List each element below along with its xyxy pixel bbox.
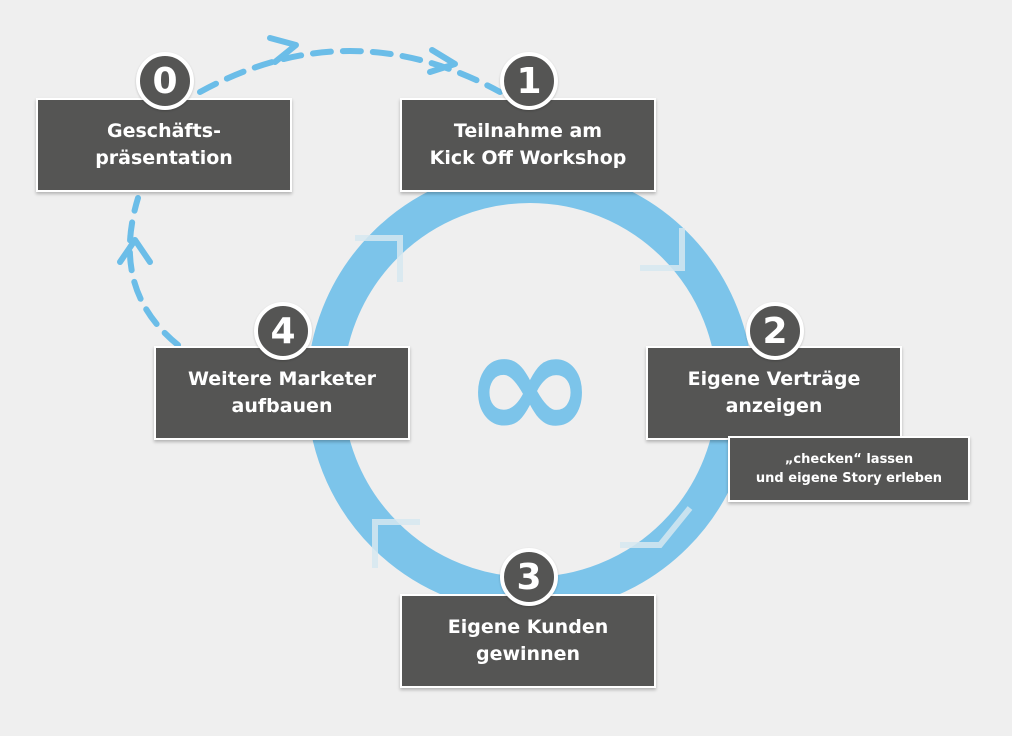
step-4-badge: 4 [254, 302, 312, 360]
step-4-box: Weitere Marketer aufbauen [154, 346, 410, 440]
step-0-badge: 0 [136, 52, 194, 110]
dashed-path-0-to-1 [197, 48, 503, 95]
step-3-badge: 3 [500, 548, 558, 606]
step-0-line-2: präsentation [95, 147, 233, 169]
step-3-box: Eigene Kunden gewinnen [400, 594, 656, 688]
ring-arrow-markers [355, 228, 693, 568]
step-2-line-2: anzeigen [725, 395, 823, 417]
ring-arrow-top-left [355, 235, 403, 282]
step-1-box: Teilnahme am Kick Off Workshop [400, 98, 656, 192]
step-4-line-1: Weitere Marketer [188, 368, 376, 390]
step-1-line-1: Teilnahme am [453, 120, 603, 142]
dashed-arrowhead-1 [267, 35, 299, 65]
step-0-box: Geschäfts- präsentation [36, 98, 292, 192]
ring-arrow-bottom-right [620, 506, 693, 548]
infinity-icon: ∞ [463, 291, 597, 478]
dashed-arrowhead-2 [427, 47, 458, 75]
step-3-line-1: Eigene Kunden [447, 616, 609, 638]
step-4-line-2: aufbauen [231, 395, 333, 417]
ring-arrow-bottom-left [372, 519, 420, 568]
step-2-note-box: „checken“ lassen und eigene Story erlebe… [728, 436, 970, 502]
dashed-path-4-to-0 [126, 195, 181, 348]
step-2-box: Eigene Verträge anzeigen [646, 346, 902, 440]
step-2-badge: 2 [746, 302, 804, 360]
ring-arrow-top-right [640, 228, 685, 271]
note-line-1: „checken“ lassen [784, 452, 914, 467]
note-line-2: und eigene Story erleben [755, 471, 943, 486]
dashed-arrowhead-3 [117, 237, 153, 265]
step-2-line-1: Eigene Verträge [687, 368, 861, 390]
step-0-line-1: Geschäfts- [107, 120, 221, 142]
step-3-line-2: gewinnen [475, 643, 581, 665]
step-1-line-2: Kick Off Workshop [429, 147, 627, 169]
step-1-badge: 1 [500, 52, 558, 110]
